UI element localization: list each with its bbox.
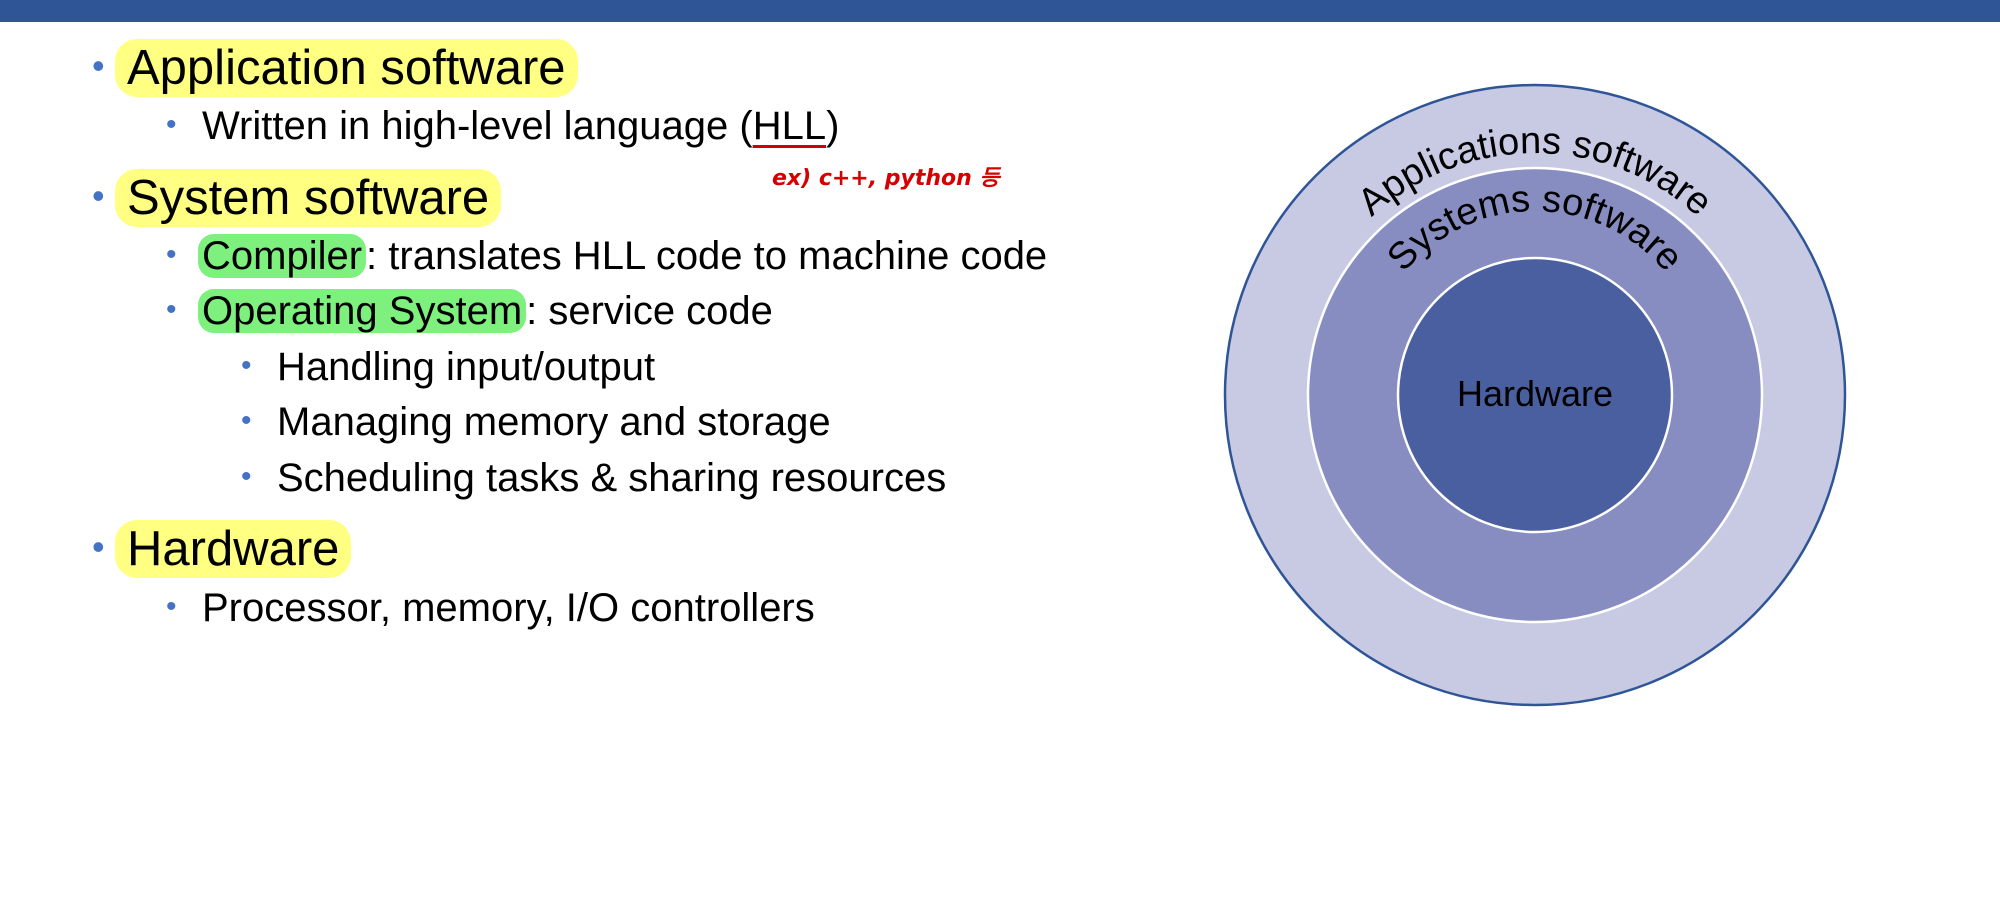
bullet-dot: • xyxy=(166,238,177,271)
bullet-dot: • xyxy=(166,590,177,623)
bullet-text-tail: ) xyxy=(826,104,840,148)
bullet-dot: • xyxy=(92,45,105,86)
bullet-dot: • xyxy=(241,460,252,493)
bullet-dot: • xyxy=(241,349,252,382)
highlighted-term: System software xyxy=(115,169,502,227)
bullet-text: Processor, memory, I/O controllers xyxy=(202,586,815,630)
highlighted-term: Compiler xyxy=(198,234,367,278)
bullet-dot: • xyxy=(92,526,105,567)
bullet-text: : translates HLL code to machine code xyxy=(366,234,1048,278)
bullet-dot: • xyxy=(166,108,177,141)
bullet-text: Managing memory and storage xyxy=(277,400,831,444)
inner-circle-label: Hardware xyxy=(1457,373,1613,414)
hll-underlined: HLL xyxy=(752,104,827,148)
software-layers-diagram: Applications software Systems software H… xyxy=(1223,83,1847,707)
bullet-text: : service code xyxy=(526,289,773,333)
bullet-text: Handling input/output xyxy=(277,345,656,389)
bullet-dot: • xyxy=(92,175,105,216)
bullet-text: Scheduling tasks & sharing resources xyxy=(277,456,947,500)
inner-circle-hardware xyxy=(1396,256,1674,534)
highlighted-term: Operating System xyxy=(198,289,527,333)
handwritten-annotation: ex) c++, python 등 xyxy=(772,166,1000,191)
highlighted-term: Application software xyxy=(115,39,578,97)
highlighted-term: Hardware xyxy=(115,520,352,578)
bullet-dot: • xyxy=(241,404,252,437)
bullet-text: Written in high-level language ( xyxy=(202,104,753,148)
top-accent-bar xyxy=(0,0,2000,22)
bullet-dot: • xyxy=(166,293,177,326)
